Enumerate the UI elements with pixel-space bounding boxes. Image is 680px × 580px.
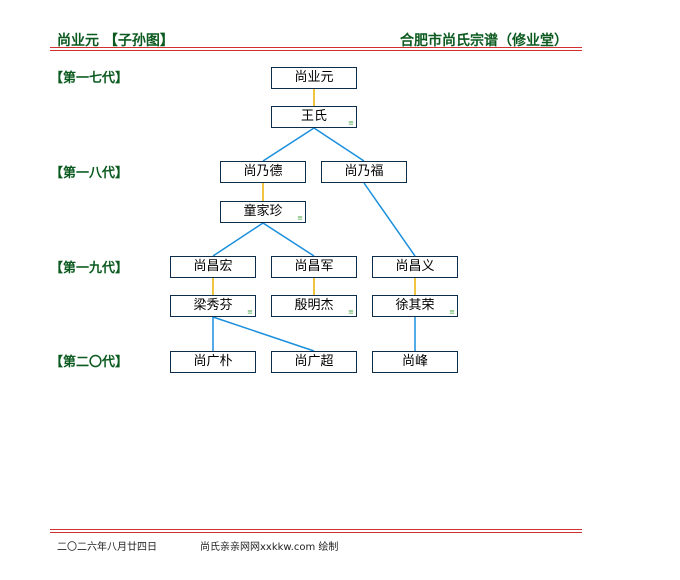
- person-name: 尚昌义: [395, 259, 435, 274]
- generation-label-18: 【第一八代】: [50, 166, 129, 181]
- spouse-node[interactable]: 梁秀芬 ≡: [170, 295, 256, 317]
- child-link: [313, 127, 365, 162]
- spouse-marker-icon: ≡: [449, 308, 455, 316]
- person-node[interactable]: 尚乃德: [220, 161, 306, 183]
- person-node[interactable]: 尚业元: [271, 67, 357, 89]
- spouse-node[interactable]: 童家珍 ≡: [220, 201, 306, 223]
- person-name: 王氏: [300, 109, 327, 124]
- spouse-marker-icon: ≡: [348, 119, 354, 127]
- spouse-node[interactable]: 殷明杰 ≡: [271, 295, 357, 317]
- person-name: 尚乃福: [344, 164, 384, 179]
- person-name: 尚乃德: [243, 164, 283, 179]
- person-name: 童家珍: [243, 204, 283, 219]
- person-node[interactable]: 尚广超: [271, 351, 357, 373]
- child-link: [363, 182, 416, 257]
- genealogy-title: 合肥市尚氏宗谱（修业堂）: [400, 33, 568, 49]
- person-node[interactable]: 尚昌宏: [170, 256, 256, 278]
- spouse-node[interactable]: 王氏 ≡: [271, 106, 357, 128]
- person-name: 尚业元: [294, 70, 334, 85]
- child-link: [212, 316, 315, 352]
- footer-rule-bottom: [50, 532, 582, 533]
- person-name: 尚昌宏: [193, 259, 233, 274]
- generation-label-19: 【第一九代】: [50, 261, 129, 276]
- person-name: 梁秀芬: [193, 298, 233, 313]
- child-link: [262, 127, 315, 162]
- person-name: 尚峰: [401, 354, 428, 369]
- person-name: 尚昌军: [294, 259, 334, 274]
- spouse-node[interactable]: 徐其荣 ≡: [372, 295, 458, 317]
- spouse-marker-icon: ≡: [297, 214, 303, 222]
- person-name: 尚广超: [294, 354, 334, 369]
- footer-date: 二〇二六年八月廿四日: [57, 542, 157, 553]
- person-name: 徐其荣: [395, 298, 435, 313]
- person-name: 殷明杰: [294, 298, 334, 313]
- person-node[interactable]: 尚广朴: [170, 351, 256, 373]
- person-node[interactable]: 尚乃福: [321, 161, 407, 183]
- person-name: 尚广朴: [193, 354, 233, 369]
- person-node[interactable]: 尚昌军: [271, 256, 357, 278]
- header-rule-bottom: [50, 50, 582, 51]
- spouse-marker-icon: ≡: [348, 308, 354, 316]
- child-link: [212, 222, 264, 257]
- person-node[interactable]: 尚昌义: [372, 256, 458, 278]
- person-node[interactable]: 尚峰: [372, 351, 458, 373]
- diagram-title: 尚业元 【子孙图】: [57, 33, 174, 49]
- generation-label-17: 【第一七代】: [50, 71, 129, 86]
- generation-label-20: 【第二〇代】: [50, 355, 129, 370]
- header-rule-top: [50, 47, 582, 48]
- footer-rule-top: [50, 529, 582, 530]
- child-link: [262, 222, 315, 257]
- spouse-marker-icon: ≡: [247, 308, 253, 316]
- footer-site-credit: 尚氏亲亲网网xxkkw.com 绘制: [200, 542, 339, 553]
